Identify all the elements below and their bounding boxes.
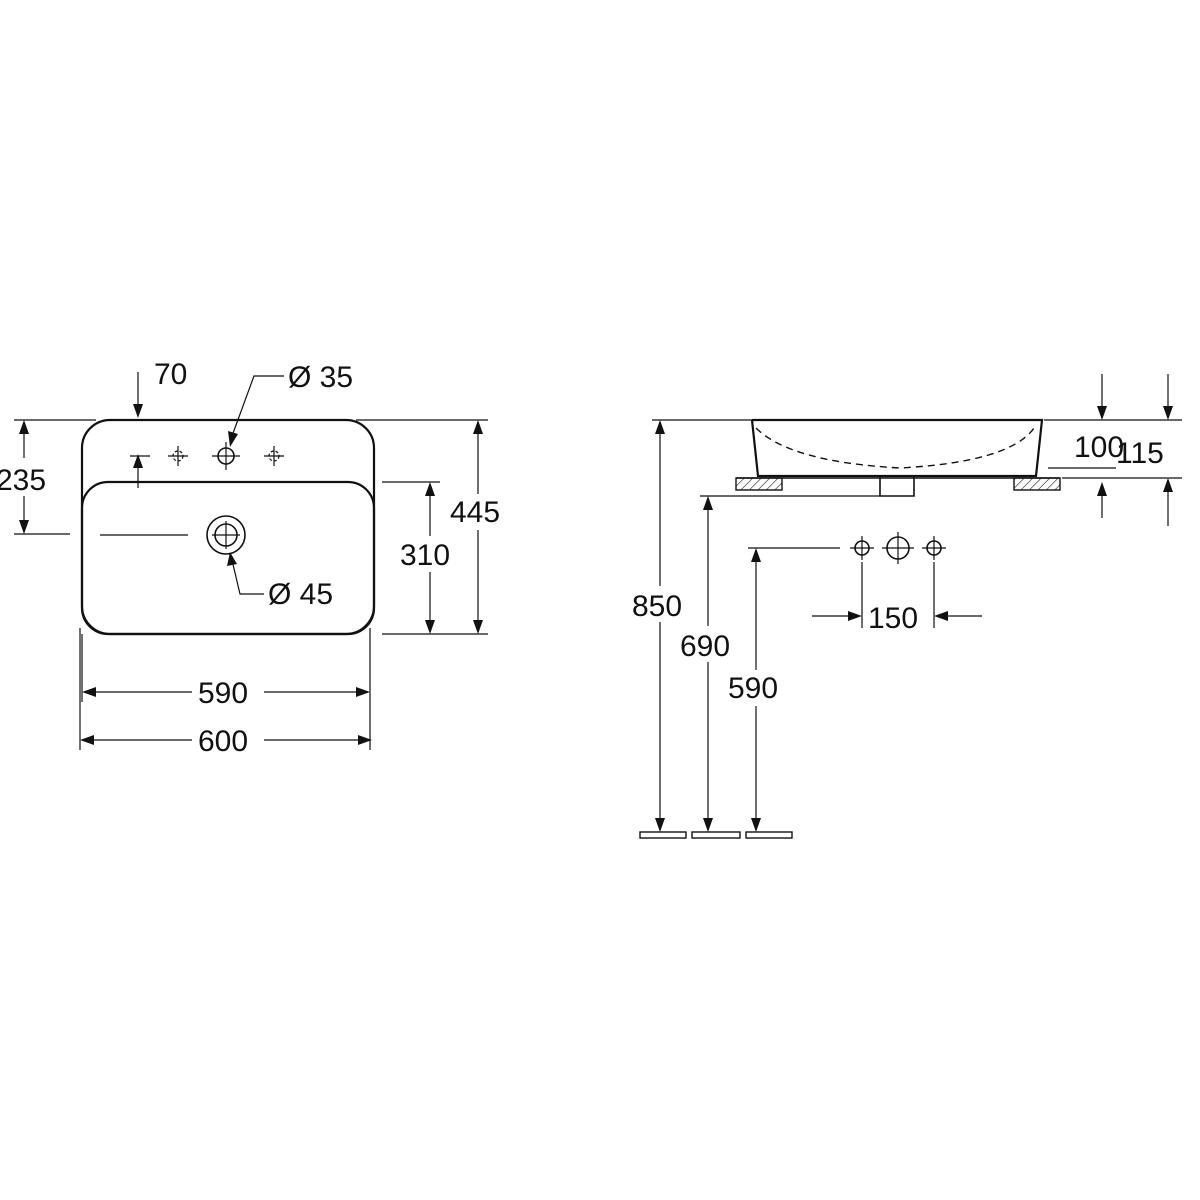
dim-70-label: 70 [154, 358, 187, 391]
floor-block [745, 831, 793, 839]
tap-hole-side-right-icon [922, 536, 946, 560]
dim-115-label: 115 [1116, 437, 1164, 470]
side-view: 100 115 850 690 590 [632, 374, 1182, 839]
dim-235-label: 235 [0, 464, 46, 497]
waste-diameter-label: Ø 45 [268, 578, 333, 611]
dim-600-width-label: 600 [198, 725, 248, 758]
tap-hole-side-center-icon [882, 532, 914, 564]
tap-hole-diameter-label: Ø 35 [288, 361, 353, 394]
dim-590-width-label: 590 [198, 677, 248, 710]
dim-690-label: 690 [680, 630, 730, 663]
dim-100-label: 100 [1074, 431, 1124, 464]
basin-side-outline [750, 418, 1044, 478]
dim-310-label: 310 [400, 539, 450, 572]
tap-hole-left-icon [168, 446, 188, 466]
tap-hole-right-icon [264, 446, 284, 466]
tap-hole-center-icon [212, 442, 240, 470]
basin-inner-outline [80, 480, 376, 636]
floor-block [691, 831, 741, 839]
tap-hole-side-left-icon [850, 536, 874, 560]
dim-850-label: 850 [632, 590, 682, 623]
floor-block [639, 831, 687, 839]
dim-445-label: 445 [450, 496, 500, 529]
waste-outlet-icon [206, 515, 246, 555]
dim-590-height-label: 590 [728, 672, 778, 705]
plan-view: 70 Ø 35 Ø 45 235 445 310 [0, 358, 500, 758]
dim-150-label: 150 [868, 602, 918, 635]
